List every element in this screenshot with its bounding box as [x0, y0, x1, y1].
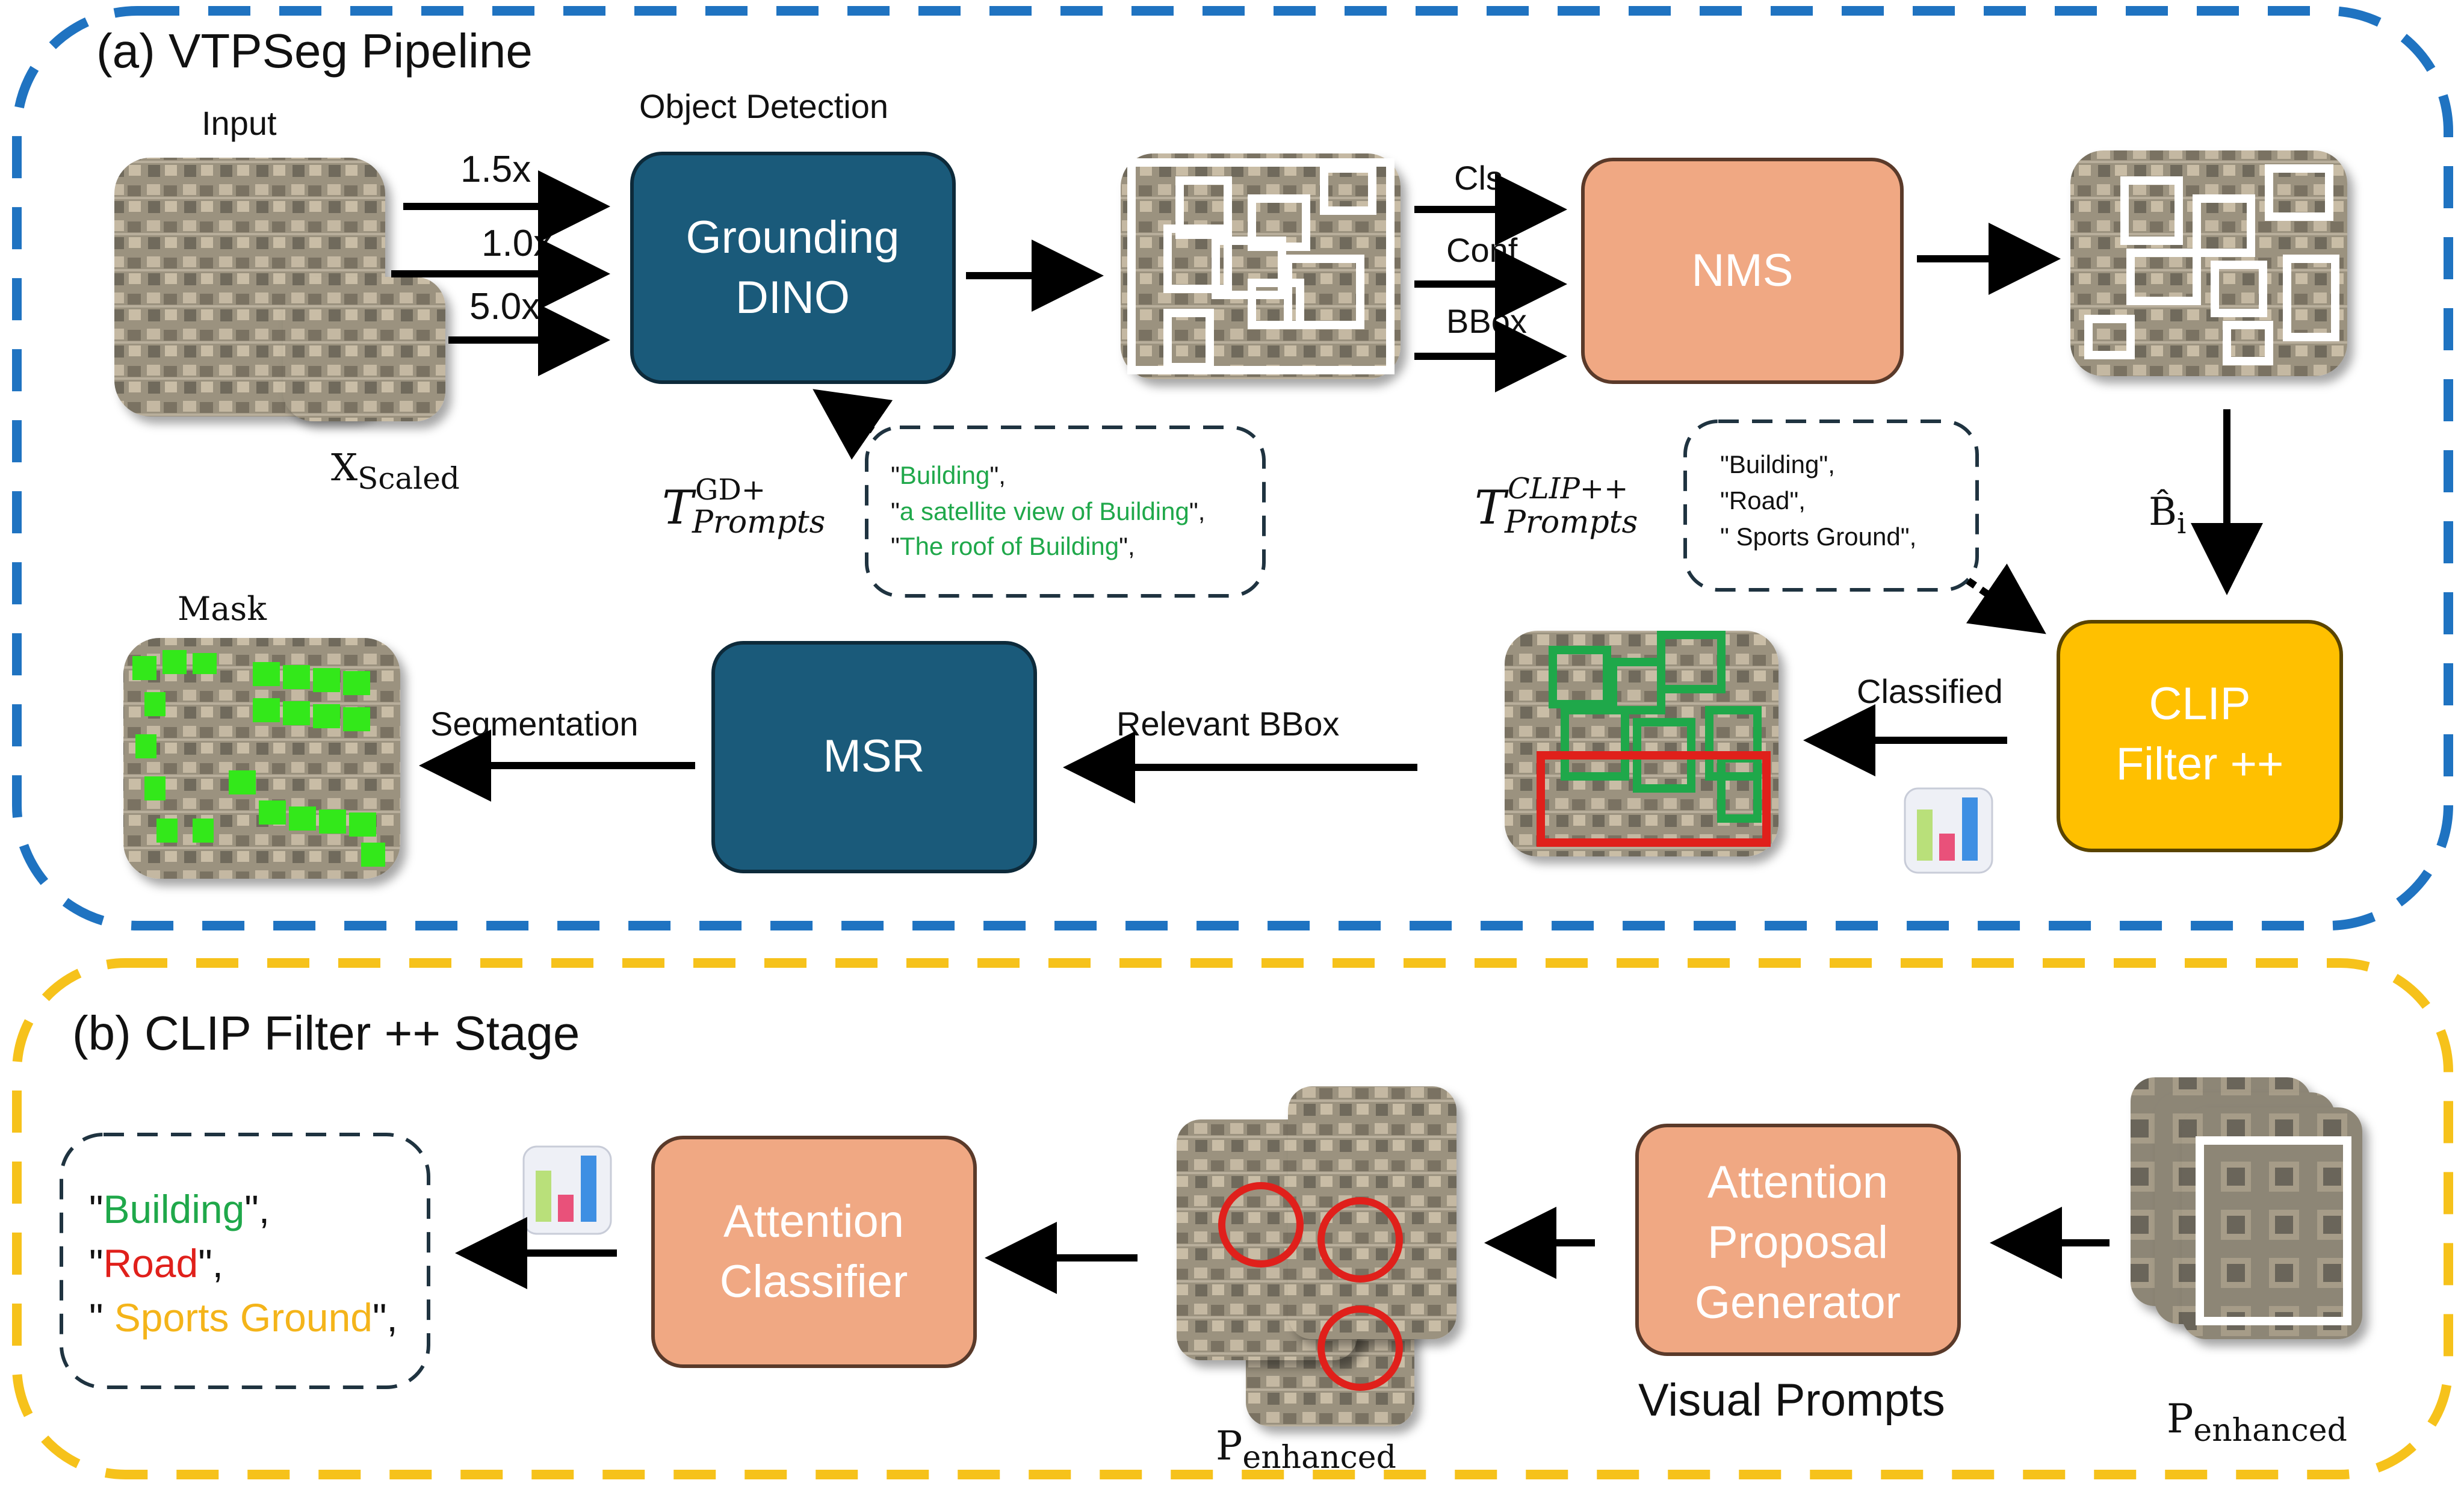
detections-image — [1121, 153, 1401, 379]
nms-result-image — [2070, 150, 2347, 376]
grounding-dino-label-2: DINO — [735, 272, 850, 323]
attention-proposal-label-2: Proposal — [1707, 1217, 1888, 1268]
object-detection-label: Object Detection — [639, 87, 888, 125]
bar-chart-icon — [1904, 787, 1993, 874]
scale-1-0: 1.0x — [481, 223, 552, 264]
grounding-dino-label-1: Grounding — [686, 212, 900, 263]
relevant-bbox-label: Relevant BBox — [1116, 705, 1339, 743]
bar-chart-icon-b — [522, 1145, 612, 1235]
input-image-stack — [114, 158, 445, 421]
class-sports-ground: " Sports Ground", — [89, 1295, 398, 1340]
attention-classifier-label-1: Attention — [723, 1196, 904, 1247]
panel-b-title: (b) CLIP Filter ++ Stage — [72, 1006, 580, 1060]
nms-label: NMS — [1692, 245, 1794, 296]
attention-classifier-box — [651, 1136, 977, 1368]
gd-prompts-box — [865, 426, 1266, 598]
bhat-label: B̂i — [2149, 489, 2186, 540]
bbox-label: BBox — [1446, 302, 1527, 340]
attention-proposal-box — [1635, 1124, 1961, 1356]
scale-5-0: 5.0x — [469, 286, 540, 327]
class-building: "Building", — [89, 1187, 270, 1231]
arrow-clip-prompts-to-filter — [1966, 563, 2046, 634]
panel-a-border — [12, 6, 2453, 930]
attention-proposal-label-1: Attention — [1707, 1157, 1888, 1208]
clip-prompt-item-2: "Road", — [1720, 486, 1806, 515]
enhanced-patches-stack — [2131, 1077, 2362, 1339]
p-enhanced-label-vp: Penhanced — [1216, 1423, 1396, 1476]
input-label: Input — [202, 104, 277, 142]
gd-prompt-symbol: T — [662, 481, 696, 535]
arrow-gd-prompts-to-dino — [813, 389, 893, 460]
conf-label: Conf — [1446, 231, 1518, 269]
panel-b-border — [12, 958, 2453, 1479]
mask-image — [123, 638, 400, 879]
clip-prompt-item-1: "Building", — [1720, 450, 1835, 478]
grounding-dino-box — [630, 152, 956, 384]
segmentation-label: Segmentation — [430, 705, 639, 743]
clip-prompt-sup: CLIP++ — [1508, 472, 1628, 506]
p-enhanced-label: Penhanced — [2167, 1396, 2347, 1449]
clip-filter-label-1: CLIP — [2149, 678, 2251, 729]
clip-filter-label-2: Filter ++ — [2116, 738, 2284, 790]
class-road: "Road", — [89, 1241, 223, 1286]
visual-prompt-images — [1177, 1086, 1456, 1426]
clip-prompt-sub: Prompts — [1504, 504, 1638, 540]
attention-proposal-label-3: Generator — [1695, 1277, 1901, 1328]
gd-prompt-sub: Prompts — [692, 504, 825, 540]
gd-prompt-item-3: "The roof of Building", — [891, 532, 1135, 560]
classes-box — [60, 1133, 430, 1389]
clip-prompt-item-3: " Sports Ground", — [1720, 522, 1916, 551]
scale-1-5: 1.5x — [460, 149, 531, 190]
clip-prompt-symbol: T — [1475, 481, 1509, 535]
classified-label: Classified — [1857, 672, 2003, 710]
classified-image — [1505, 631, 1778, 856]
clip-prompts-box — [1683, 419, 1979, 592]
xscaled-label: XScaled — [331, 445, 460, 496]
panel-a-title: (a) VTPSeg Pipeline — [96, 24, 533, 78]
msr-box — [711, 641, 1037, 873]
gd-prompt-item-2: "a satellite view of Building", — [891, 497, 1205, 525]
mask-label: Mask — [178, 590, 267, 628]
msr-label: MSR — [823, 731, 925, 782]
clip-filter-box — [2057, 620, 2343, 852]
gd-prompt-sup: GD+ — [695, 473, 766, 507]
cls-label: Cls — [1454, 159, 1503, 197]
nms-box — [1581, 158, 1904, 384]
gd-prompt-item-1: "Building", — [891, 461, 1006, 489]
visual-prompts-label: Visual Prompts — [1638, 1375, 1945, 1426]
attention-classifier-label-2: Classifier — [720, 1256, 908, 1307]
